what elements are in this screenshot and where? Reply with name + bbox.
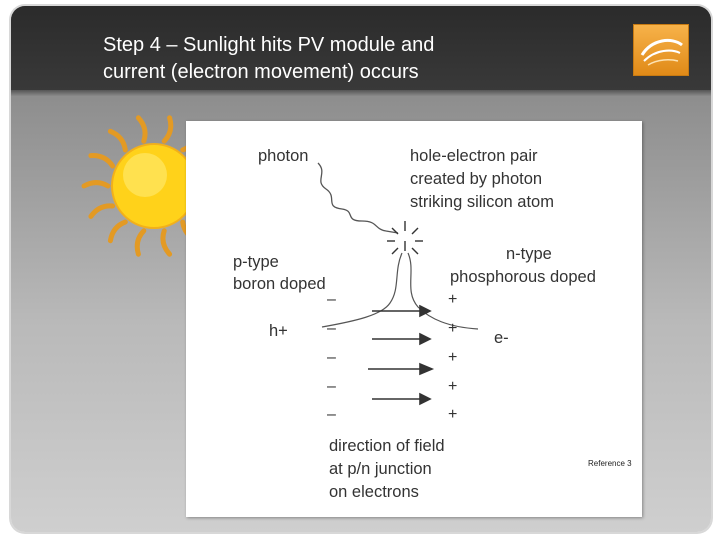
collision-burst-icon — [387, 221, 423, 254]
pn-junction-diagram: photon hole-electron pair created by pho… — [186, 121, 642, 517]
sun-ray — [91, 156, 113, 166]
pair-label-line-2: created by photon — [410, 168, 542, 190]
electron-label: e- — [494, 327, 509, 349]
company-logo — [633, 24, 689, 76]
plus-sign: + — [448, 321, 457, 337]
sun-ray — [163, 231, 170, 254]
slide-title: Step 4 – Sunlight hits PV module and cur… — [103, 32, 583, 86]
sun-ray — [138, 118, 145, 141]
hole-path — [322, 253, 402, 327]
photon-path — [318, 163, 386, 231]
ptype-label-line-2: boron doped — [233, 273, 326, 295]
pair-label-line-1: hole-electron pair — [410, 145, 538, 167]
sun-ray — [110, 222, 125, 241]
field-arrows — [368, 306, 432, 404]
hole-label: h+ — [269, 320, 288, 342]
minus-sign: – — [327, 350, 336, 366]
sun-ray — [84, 183, 108, 186]
sun-ray — [164, 118, 171, 141]
sun-ray — [137, 231, 144, 254]
minus-sign: – — [327, 292, 336, 308]
field-label-line-1: direction of field — [329, 435, 445, 457]
sun-ray — [110, 131, 125, 150]
minus-sign: – — [327, 321, 336, 337]
swoosh-logo-icon — [634, 25, 688, 75]
pair-label-line-3: striking silicon atom — [410, 191, 554, 213]
title-bar: Step 4 – Sunlight hits PV module and cur… — [11, 6, 711, 96]
ptype-label-line-1: p-type — [233, 251, 279, 273]
reference-note: Reference 3 — [588, 459, 632, 468]
field-label-line-3: on electrons — [329, 481, 419, 503]
minus-sign: – — [327, 379, 336, 395]
plus-sign: + — [448, 379, 457, 395]
plus-sign: + — [448, 292, 457, 308]
ntype-label-line-1: n-type — [506, 243, 552, 265]
electron-path — [408, 253, 478, 329]
sun-ray — [91, 206, 113, 217]
ntype-label-line-2: phosphorous doped — [450, 266, 596, 288]
minus-sign: – — [327, 407, 336, 423]
field-label-line-2: at p/n junction — [329, 458, 432, 480]
slide-frame: Step 4 – Sunlight hits PV module and cur… — [11, 6, 711, 532]
slide-title-line-1: Step 4 – Sunlight hits PV module and — [103, 32, 583, 59]
plus-sign: + — [448, 350, 457, 366]
photon-label: photon — [258, 145, 308, 167]
slide-title-line-2: current (electron movement) occurs — [103, 59, 583, 86]
plus-sign: + — [448, 407, 457, 423]
